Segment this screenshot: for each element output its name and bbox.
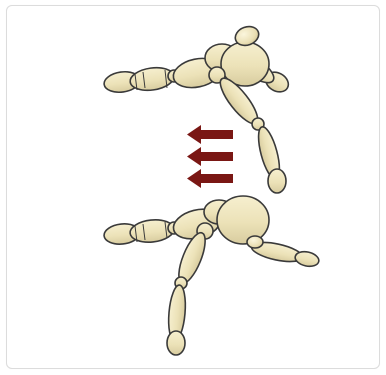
mannequin-illustration (7, 6, 381, 370)
bottom-hand (167, 331, 185, 355)
bottom-far-hand (294, 250, 320, 269)
arrow-left-icon (187, 169, 233, 188)
top-mannequin (103, 23, 292, 193)
bottom-head (247, 236, 263, 248)
bottom-mannequin (103, 196, 320, 355)
illustration-card (6, 5, 380, 369)
arrow-left-icon (187, 147, 233, 166)
top-hand (268, 169, 286, 193)
direction-arrows (187, 125, 233, 188)
arrow-left-icon (187, 125, 233, 144)
bottom-chest (217, 196, 269, 244)
